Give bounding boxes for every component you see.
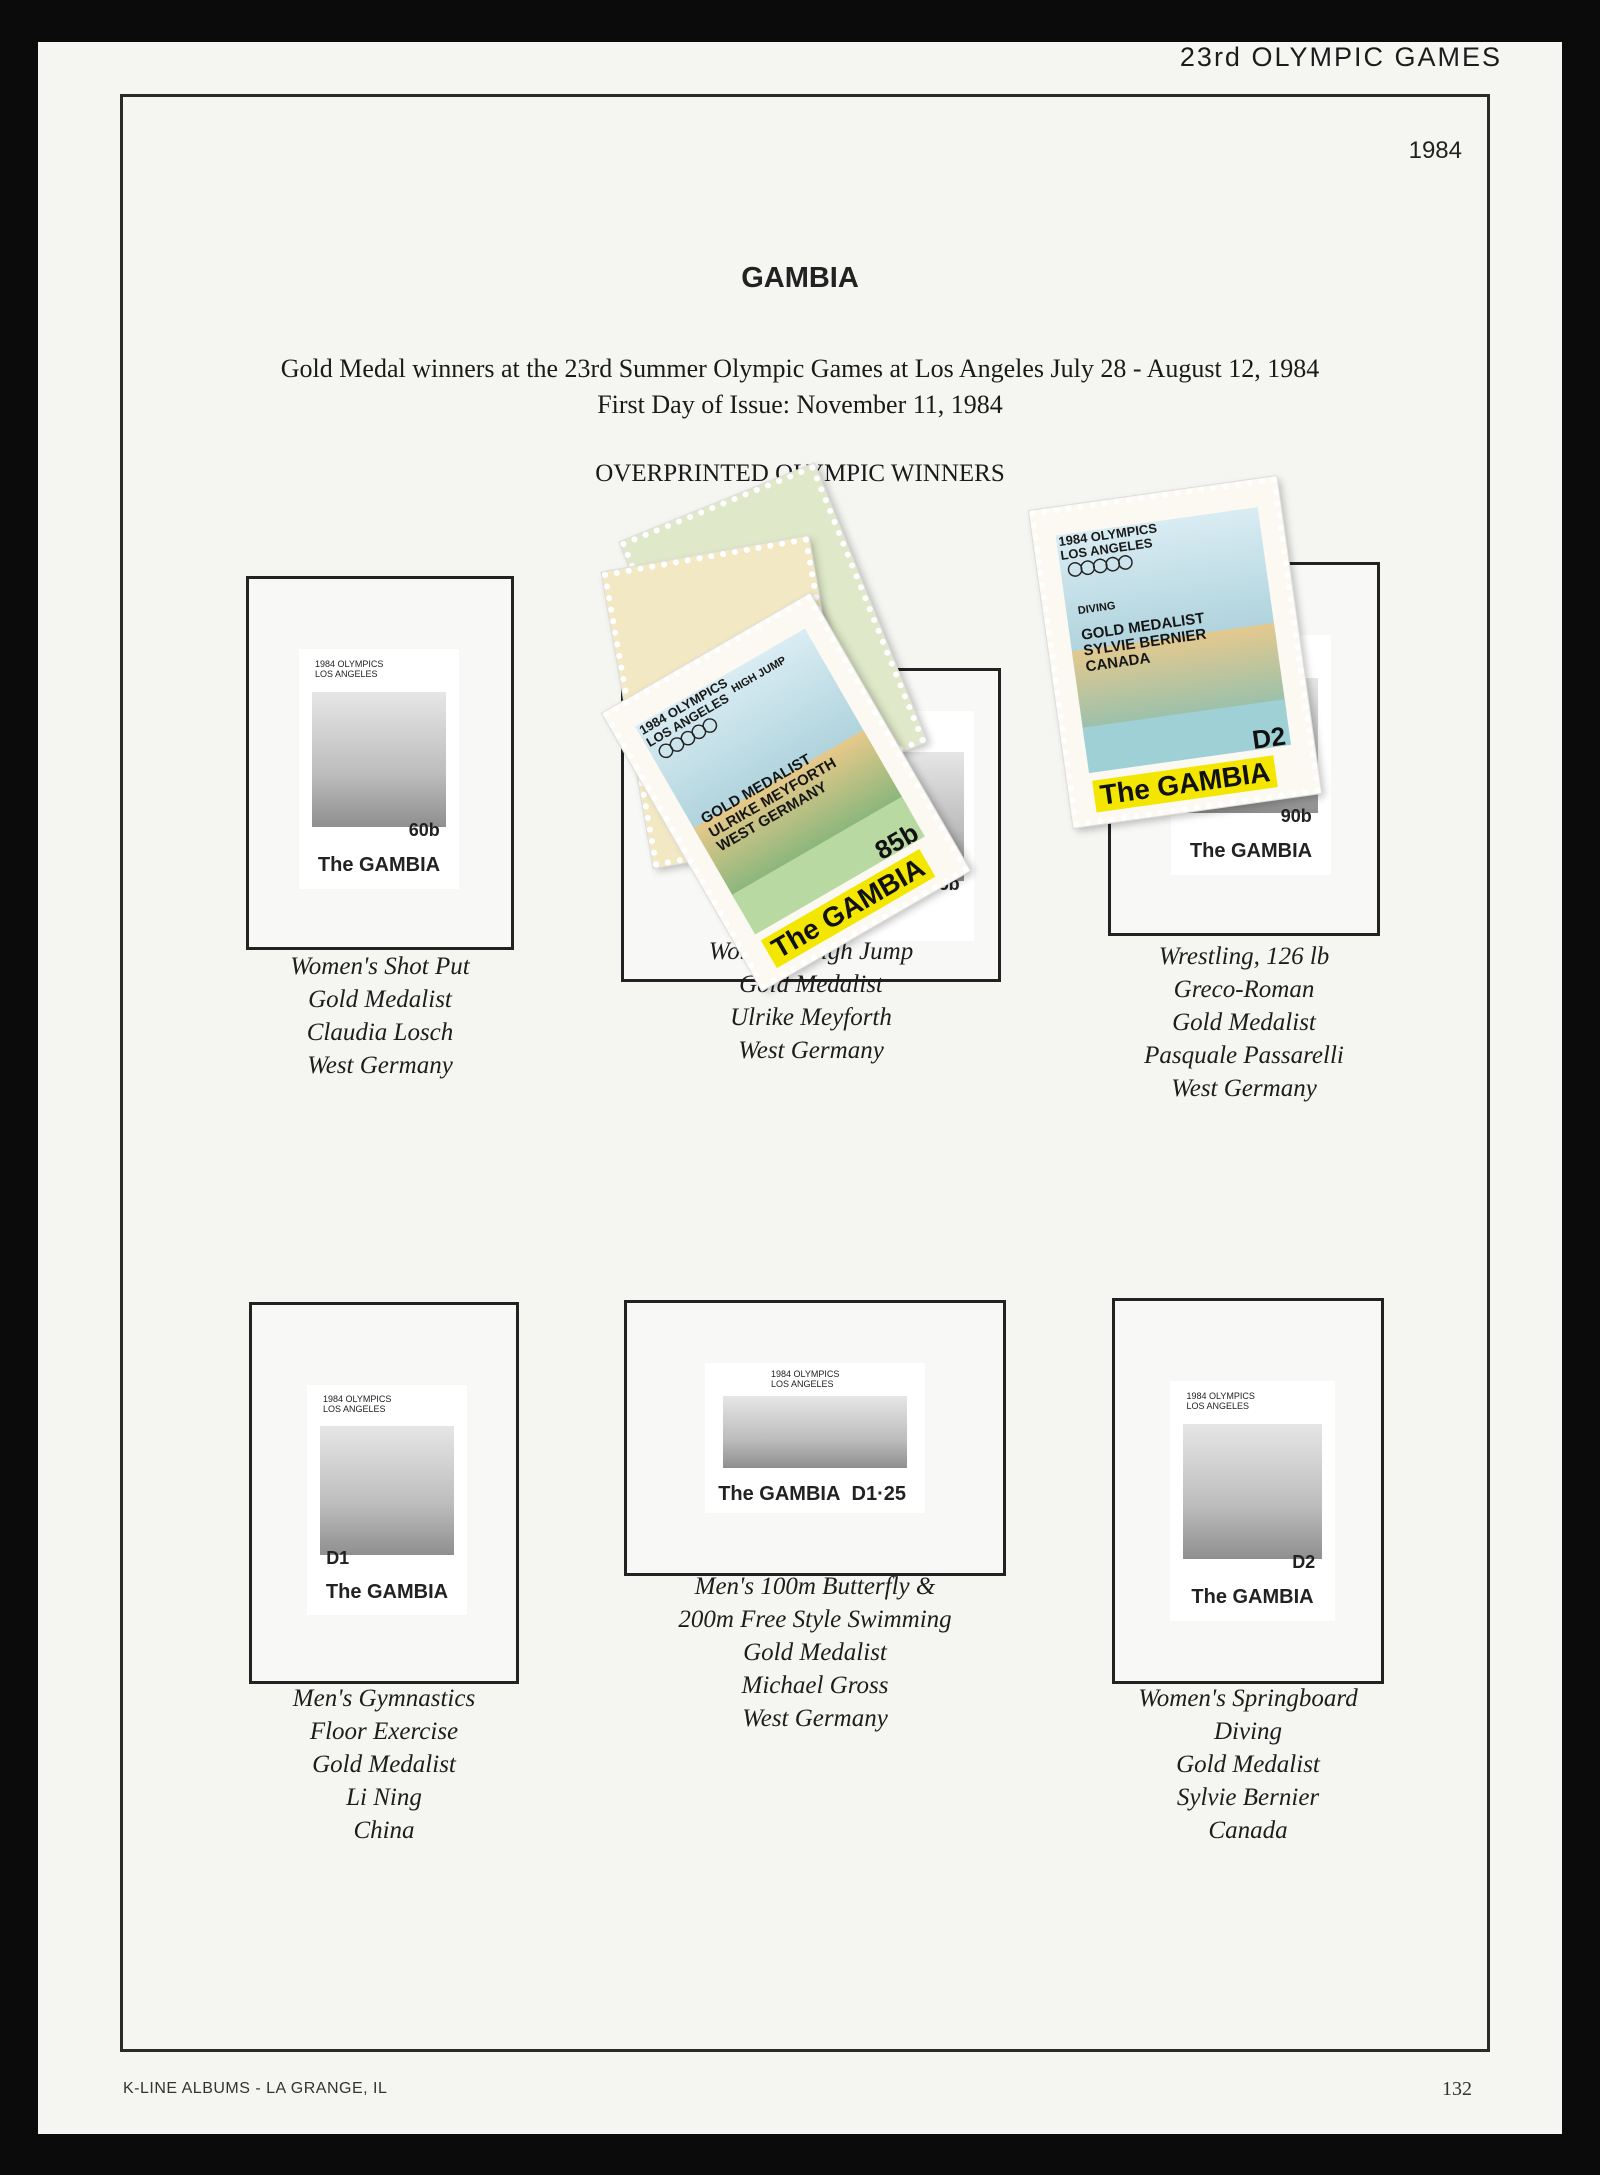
stamp-value: D2 <box>1250 720 1288 755</box>
subtitle-line-1: Gold Medal winners at the 23rd Summer Ol… <box>280 354 1320 383</box>
gymnastics-scene <box>319 1426 455 1556</box>
subtitle-line-2: First Day of Issue: November 11, 1984 <box>597 390 1003 419</box>
caption-5: Men's 100m Butterfly &200m Free Style Sw… <box>678 1573 952 1732</box>
country-title: GAMBIA <box>741 262 859 294</box>
stamp-issuer: The GAMBIA <box>317 854 441 876</box>
publisher-footer: K-LINE ALBUMS - LA GRANGE, IL <box>123 2080 388 2097</box>
diving-scene <box>1183 1424 1322 1559</box>
stamp-value: 90b <box>1280 806 1312 826</box>
stamp-value: 60b <box>408 820 440 840</box>
swimming-scene <box>722 1396 908 1468</box>
album-page: 23rd OLYMPIC GAMES 1984 GAMBIA Gold Meda… <box>38 42 1562 2134</box>
stamp-issuer: The GAMBIA <box>325 1580 449 1603</box>
stamp-value: D2 <box>1292 1552 1316 1572</box>
stamp-value: D1 <box>326 1548 350 1568</box>
shot-put-scene <box>311 692 447 827</box>
year-label: 1984 <box>1408 137 1462 164</box>
stamp-issuer: The GAMBIA <box>1191 1586 1314 1608</box>
album-title: 23rd OLYMPIC GAMES <box>1179 42 1502 72</box>
page-border <box>120 94 1490 2052</box>
stamp-issuer: The GAMBIA <box>1189 840 1313 862</box>
page-number: 132 <box>1442 2078 1472 2100</box>
stamp-issuer: The GAMBIA D1·25 <box>718 1482 907 1505</box>
